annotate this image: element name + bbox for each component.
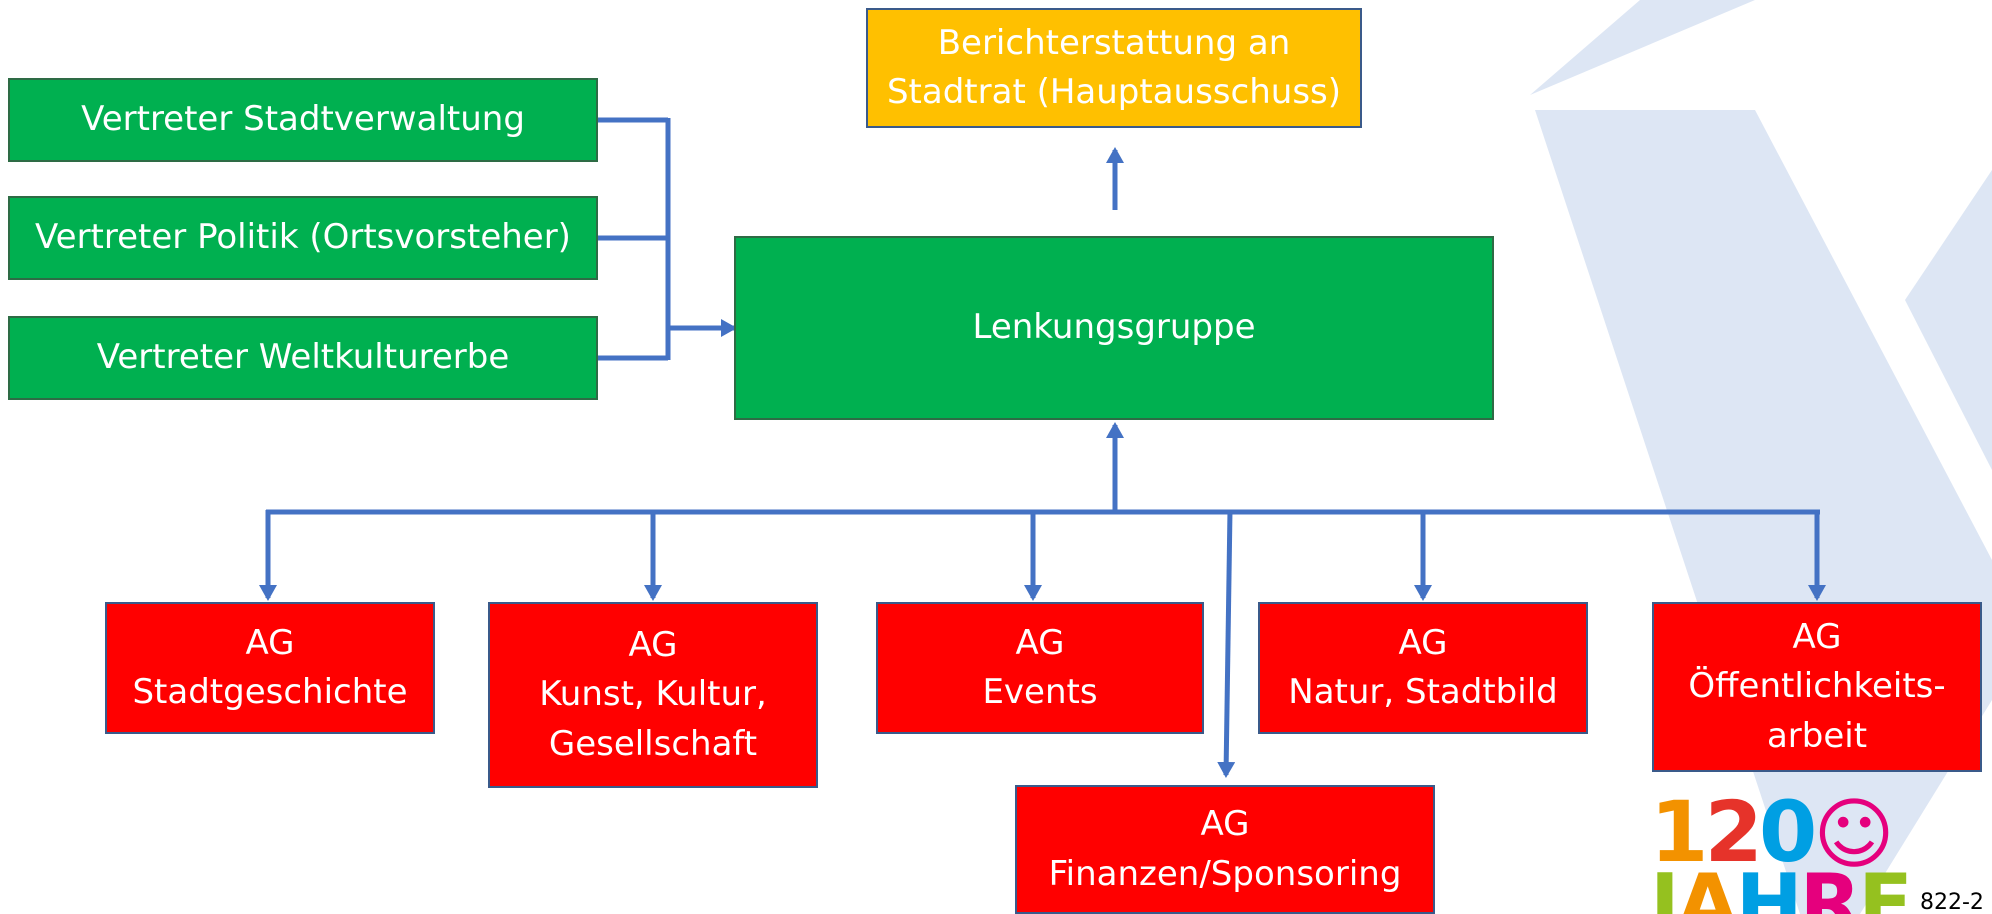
ag-finanzen-sponsoring-box: AG Finanzen/Sponsoring	[1015, 785, 1435, 914]
logo-digit: 0	[1758, 790, 1817, 881]
ag-events-box: AG Events	[876, 602, 1204, 734]
logo-letter: H	[1735, 857, 1803, 914]
ag-natur-stadtbild-box: AG Natur, Stadtbild	[1258, 602, 1588, 734]
logo-number: 120☺	[1650, 790, 1895, 881]
vertreter-stadtverwaltung-box: Vertreter Stadtverwaltung	[8, 78, 598, 162]
logo-letter: J	[1650, 857, 1680, 914]
logo-letter: R	[1799, 857, 1862, 914]
ag-kunst-kultur-gesellschaft-box: AG Kunst, Kultur, Gesellschaft	[488, 602, 818, 788]
logo-letter: E	[1858, 857, 1913, 914]
vertreter-politik-box: Vertreter Politik (Ortsvorsteher)	[8, 196, 598, 280]
logo-smiley-icon: ☺	[1813, 790, 1894, 880]
logo-digit: 1	[1650, 790, 1708, 881]
lenkungsgruppe-box: Lenkungsgruppe	[734, 236, 1494, 420]
berichterstattung-box: Berichterstattung an Stadtrat (Hauptauss…	[866, 8, 1362, 128]
logo-year-fragment: 822-2	[1920, 890, 1984, 914]
logo-word: JAHRE	[1650, 857, 1913, 914]
arrow-to-ag-finanzen	[1217, 509, 1236, 778]
1200-jahre-logo: 120☺ JAHRE 822-2	[1650, 790, 1992, 914]
ag-oeffentlichkeitsarbeit-box: AG Öffentlichkeits- arbeit	[1652, 602, 1982, 772]
background-triangle-top	[1530, 0, 1755, 95]
logo-letter: A	[1676, 857, 1739, 914]
vertreter-weltkulturerbe-box: Vertreter Weltkulturerbe	[8, 316, 598, 400]
ag-stadtgeschichte-box: AG Stadtgeschichte	[105, 602, 435, 734]
logo-digit: 2	[1704, 790, 1762, 881]
background-triangle-right	[1905, 170, 1992, 470]
